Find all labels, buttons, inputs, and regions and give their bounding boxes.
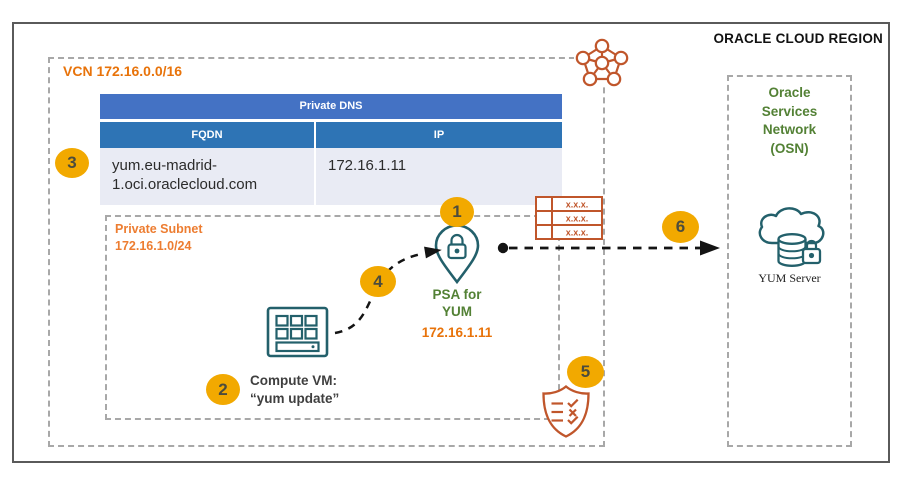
compute-line1: Compute VM: [250,373,337,388]
psa-ip: 172.16.1.11 [421,325,493,340]
dns-table-header: FQDN IP [100,122,562,148]
yum-server-icon [751,203,835,269]
osn-line3: Network [762,122,817,137]
step-badge-3: 3 [55,148,89,178]
compute-line2: “yum update” [250,390,340,406]
osn-line2: Services [761,103,818,119]
dns-col-ip: IP [316,122,562,148]
vcn-network-icon [574,37,630,87]
private-dns-table: Private DNS FQDN IP yum.eu-madrid-1.oci.… [100,94,562,205]
compute-vm-icon [266,306,329,358]
osn-line1: Oracle [768,85,811,100]
step-badge-5: 5 [567,356,604,388]
dns-table-title: Private DNS [100,94,562,119]
yum-server-label: YUM Server [758,271,821,285]
step-badge-1: 1 [440,197,474,227]
vcn-label: VCN 172.16.0.0/16 [63,63,183,79]
route-entry-3: x.x.x. [566,228,589,238]
vcn-box [48,57,605,447]
subnet-cidr: 172.16.1.0/24 [115,239,192,253]
security-list-shield-icon [538,383,594,440]
psa-pin-lock-icon [432,223,482,285]
region-title: ORACLE CLOUD REGION [713,31,883,46]
step-badge-2: 2 [206,374,240,405]
route-entry-2: x.x.x. [566,214,589,224]
dns-table-row: yum.eu-madrid-1.oci.oraclecloud.com 172.… [100,148,562,205]
private-subnet-label: Private Subnet 172.16.1.0/24 [115,221,203,255]
subnet-name: Private Subnet [115,222,203,236]
psa-title-line2: YUM [442,304,472,319]
private-subnet-box [105,215,560,420]
arrow-psa-to-osn [494,237,726,259]
psa-title-line1: PSA for [432,287,482,302]
route-table-icon: x.x.x. x.x.x. x.x.x. [535,196,603,240]
osn-line4: (OSN) [770,140,809,156]
step-badge-6: 6 [662,211,699,243]
compute-vm-label: Compute VM: “yum update” [250,372,339,407]
psa-label: PSA for YUM 172.16.1.11 [402,286,512,341]
dns-col-fqdn: FQDN [100,122,316,148]
dns-cell-ip: 172.16.1.11 [316,148,562,205]
osn-label: Oracle Services Network (OSN) [727,84,852,158]
step-badge-4: 4 [360,266,396,297]
route-entry-1: x.x.x. [566,200,589,210]
osn-box [727,75,852,447]
dns-cell-fqdn: yum.eu-madrid-1.oci.oraclecloud.com [100,148,316,205]
